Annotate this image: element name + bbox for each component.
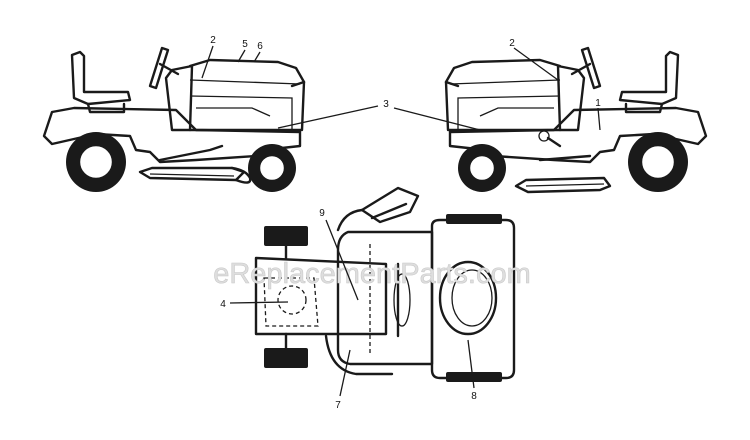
callout-7: 7: [335, 400, 341, 411]
callout-2-left: 2: [210, 35, 216, 46]
callout-3: 3: [383, 99, 389, 110]
right-tractor-side-view: [444, 46, 708, 194]
callout-6: 6: [257, 41, 263, 52]
left-tractor-side-view: [42, 46, 306, 192]
callout-8: 8: [471, 391, 477, 402]
callout-numbers: 2 5 6 3 2 1 4 9 7 8: [210, 35, 601, 411]
callout-5: 5: [242, 39, 248, 50]
callout-9: 9: [319, 208, 325, 219]
callout-1: 1: [595, 98, 601, 109]
tractor-top-view: [254, 186, 516, 382]
callout-4: 4: [220, 299, 226, 310]
callout-2-right: 2: [509, 38, 515, 49]
callout-leader-lines: [201, 45, 601, 397]
watermark-text: eReplacementParts.com: [213, 258, 531, 290]
